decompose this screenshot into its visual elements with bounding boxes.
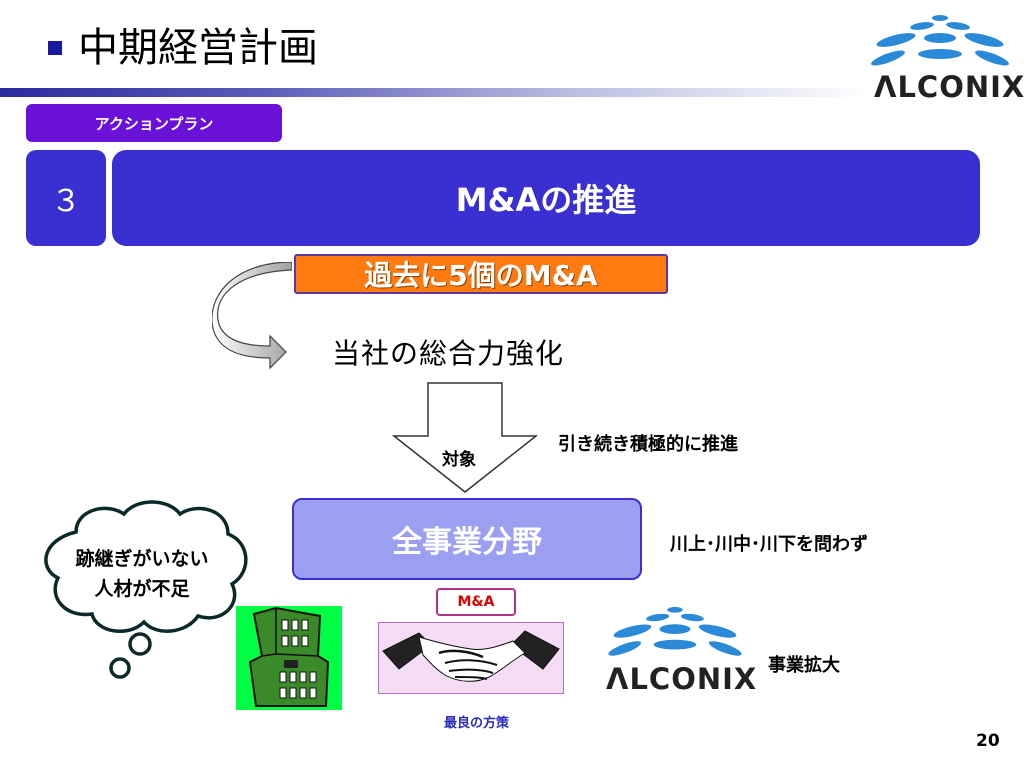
handshake-icon	[382, 630, 560, 682]
ma-tag: M&A	[436, 588, 516, 616]
alconix-logo-bottom: ΛLCONIX	[600, 604, 756, 696]
stream-text: 川上･川中･川下を問わず	[670, 534, 868, 555]
logo-swoosh-icon	[871, 15, 1009, 66]
plan-number: ３	[26, 150, 106, 246]
page-title: 中期経営計画	[78, 25, 318, 71]
cloud-line-1: 跡継ぎがいない	[75, 548, 209, 570]
best-policy-label: 最良の方策	[444, 716, 510, 731]
logo-swoosh-icon	[608, 606, 742, 656]
action-plan-label: アクションプラン	[26, 104, 282, 142]
title-divider	[0, 88, 870, 97]
page-number: 20	[976, 731, 1000, 751]
past-ma-banner: 過去に5個のM&A	[294, 254, 668, 294]
building-image	[236, 606, 342, 710]
strength-text: 当社の総合力強化	[332, 337, 565, 370]
building-icon	[236, 606, 342, 710]
title-bullet	[48, 41, 62, 55]
cloud-line-2: 人材が不足	[94, 578, 190, 600]
handshake-image	[378, 622, 564, 694]
target-label: 対象	[442, 450, 476, 470]
cloud-text: 跡継ぎがいない 人材が不足	[52, 544, 232, 604]
continue-text: 引き続き積極的に推進	[558, 434, 738, 455]
curved-arrow-icon	[212, 262, 292, 370]
all-business-box: 全事業分野	[292, 498, 642, 580]
alconix-logo: ΛLCONIX	[868, 12, 1024, 104]
logo-wordmark: ΛLCONIX	[606, 662, 758, 696]
thought-cloud-icon	[44, 500, 248, 679]
plan-title: M&Aの推進	[112, 150, 980, 246]
down-arrow-icon	[392, 382, 538, 493]
expand-text: 事業拡大	[768, 655, 840, 676]
logo-wordmark: ΛLCONIX	[874, 70, 1024, 104]
